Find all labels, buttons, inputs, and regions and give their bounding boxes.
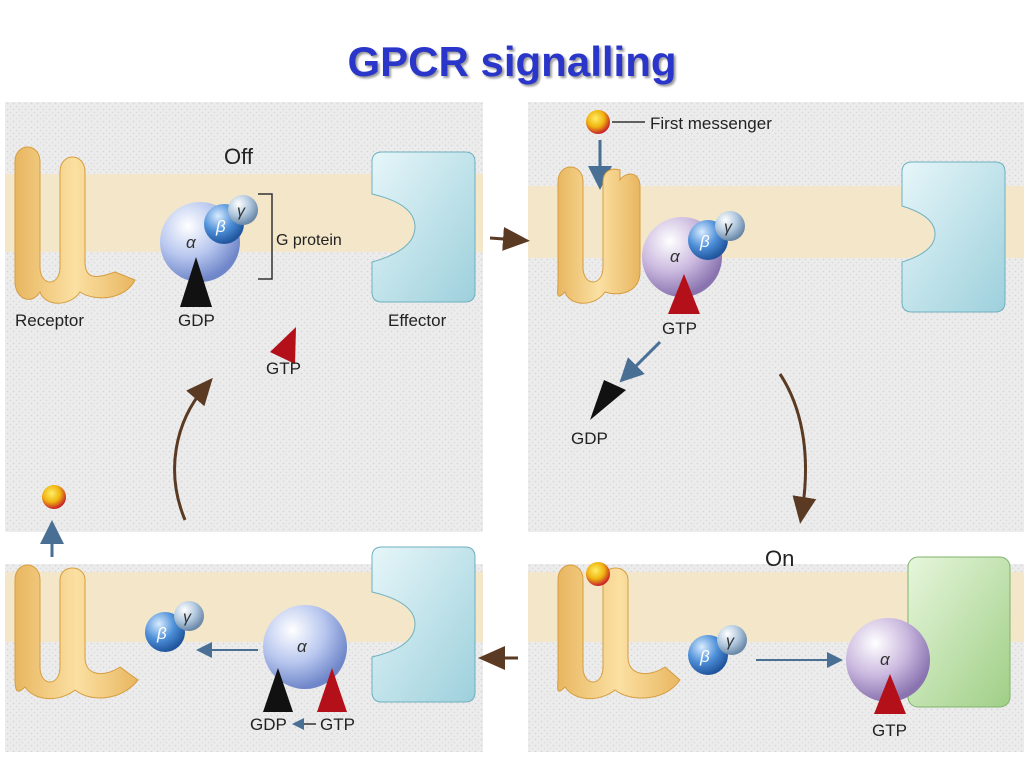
effector-off	[371, 151, 476, 303]
gtp-triangle-on	[874, 674, 906, 714]
first-messenger	[586, 110, 645, 134]
receptor-off	[14, 146, 136, 304]
gdp-label-off: GDP	[178, 311, 215, 330]
alpha-subunit-label: α	[186, 233, 197, 252]
effector-inactive	[901, 161, 1006, 313]
cycle-arrow-down	[778, 373, 817, 524]
alpha-subunit-label-on: α	[880, 650, 891, 669]
effector-released	[371, 546, 476, 703]
alpha-hydrolysis: α	[263, 605, 347, 712]
first-messenger-label: First messenger	[650, 114, 772, 133]
beta-subunit-label-activated: β	[699, 232, 710, 251]
gamma-subunit-label: γ	[237, 203, 246, 220]
alpha-subunit-label-activated: α	[670, 247, 681, 266]
gdp-triangle-hydrolysis	[263, 668, 293, 712]
gdp-triangle	[180, 257, 212, 307]
receptor-on	[557, 562, 681, 700]
g-protein-label: G protein	[276, 232, 342, 249]
gtp-label-free: GTP	[266, 359, 301, 378]
gamma-subunit-label-released: γ	[183, 609, 192, 626]
g-protein-activated: α β γ	[642, 211, 745, 314]
beta-gamma-on: β γ	[688, 625, 747, 675]
gtp-triangle-bound	[668, 274, 700, 314]
receptor-label: Receptor	[15, 311, 84, 330]
arrow-to-activation	[489, 226, 530, 251]
gamma-subunit-label-on: γ	[726, 633, 735, 650]
gdp-release-arrow	[619, 340, 662, 383]
g-protein-off: α β γ	[160, 195, 258, 307]
gdp-label-hydrolysis: GDP	[250, 715, 287, 734]
off-label: Off	[224, 144, 254, 169]
on-label: On	[765, 546, 794, 571]
gdp-label-released: GDP	[571, 429, 608, 448]
gtp-triangle-free	[270, 327, 296, 364]
effector-label: Effector	[388, 311, 447, 330]
receptor-released	[14, 564, 139, 700]
cycle-arrow-up	[173, 377, 213, 521]
alpha-subunit-label-hydrolysis: α	[297, 637, 308, 656]
beta-gamma-released: β γ	[145, 601, 204, 652]
gdp-triangle-released	[590, 380, 626, 420]
alpha-gtp-on: α	[846, 618, 930, 714]
beta-subunit-label: β	[215, 217, 226, 236]
page-title: GPCR signalling	[347, 38, 677, 85]
messenger-released	[42, 485, 66, 509]
beta-subunit-label-on: β	[699, 647, 710, 666]
receptor-activated	[557, 166, 641, 304]
gtp-triangle-hydrolysis	[317, 668, 347, 712]
beta-subunit-label-released: β	[156, 624, 167, 643]
g-protein-bracket	[258, 193, 273, 280]
gamma-subunit-label-activated: γ	[724, 219, 733, 236]
effector-active	[907, 556, 1011, 708]
gtp-label-hydrolysis: GTP	[320, 715, 355, 734]
gtp-label-bound: GTP	[662, 319, 697, 338]
gpcr-cycle-diagram: Off Receptor α β γ GDP G protein Effecto…	[0, 102, 1024, 752]
gtp-label-on: GTP	[872, 721, 907, 740]
